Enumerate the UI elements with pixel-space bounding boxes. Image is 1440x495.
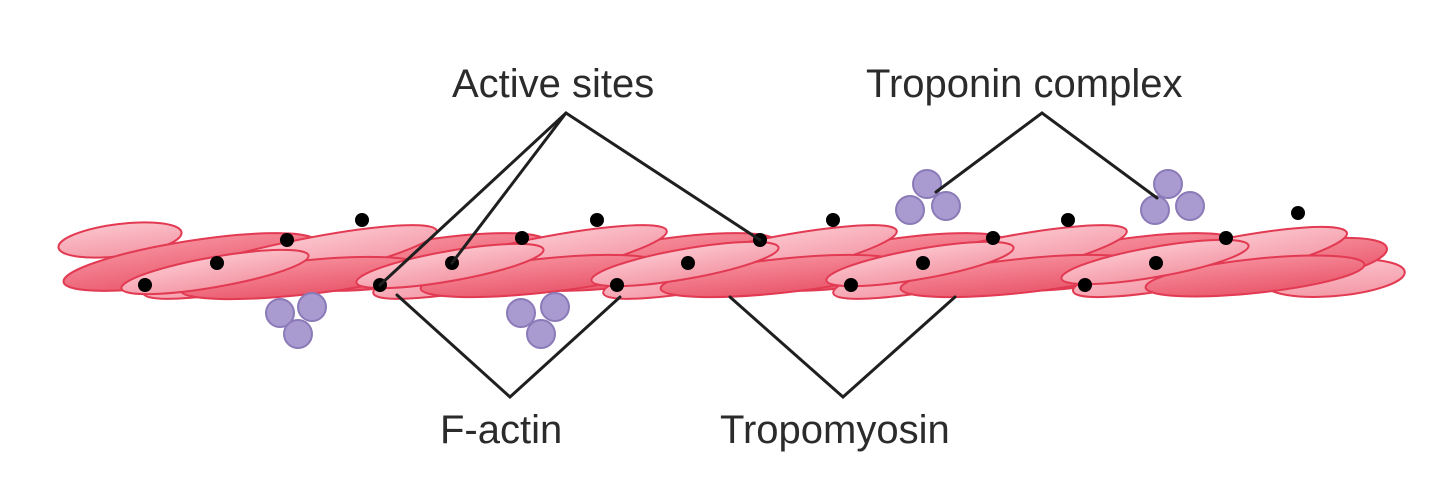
- f-actin-label: F-actin: [440, 408, 563, 452]
- active-site-dot: [1291, 206, 1305, 220]
- troponin-complex: [506, 292, 570, 349]
- active-site-dot: [916, 256, 930, 270]
- active-site-dot: [280, 233, 294, 247]
- active-site-dot: [138, 278, 152, 292]
- troponin-complex: [895, 169, 961, 225]
- troponin-complex: [1140, 169, 1205, 225]
- troponin-complex-label: Troponin complex: [866, 62, 1183, 106]
- leader-lines: [378, 111, 1159, 400]
- active-site-dot: [826, 213, 840, 227]
- troponin-complexes: [265, 169, 1205, 349]
- active-site-dot: [210, 256, 224, 270]
- active-site-dots: [138, 206, 1305, 292]
- active-site-dot: [844, 278, 858, 292]
- troponin-complex: [265, 292, 327, 349]
- actin-segment: [1144, 254, 1366, 298]
- tropomyosin-leader: [728, 295, 957, 400]
- active-site-dot: [1078, 278, 1092, 292]
- active-site-dot: [681, 256, 695, 270]
- tropomyosin-label: Tropomyosin: [720, 408, 950, 452]
- f-actin-leader: [395, 293, 622, 400]
- active-sites-label: Active sites: [452, 62, 655, 106]
- active-site-dot: [986, 231, 1000, 245]
- active-site-dot: [515, 231, 529, 245]
- active-site-dot: [590, 213, 604, 227]
- active-sites-leader: [450, 111, 568, 265]
- active-site-dot: [1219, 231, 1233, 245]
- troponin-complex-leader: [934, 111, 1159, 200]
- active-site-dot: [355, 213, 369, 227]
- active-site-dot: [610, 278, 624, 292]
- active-site-dot: [1149, 256, 1163, 270]
- active-site-dot: [1061, 213, 1075, 227]
- actin-segment: [120, 248, 310, 296]
